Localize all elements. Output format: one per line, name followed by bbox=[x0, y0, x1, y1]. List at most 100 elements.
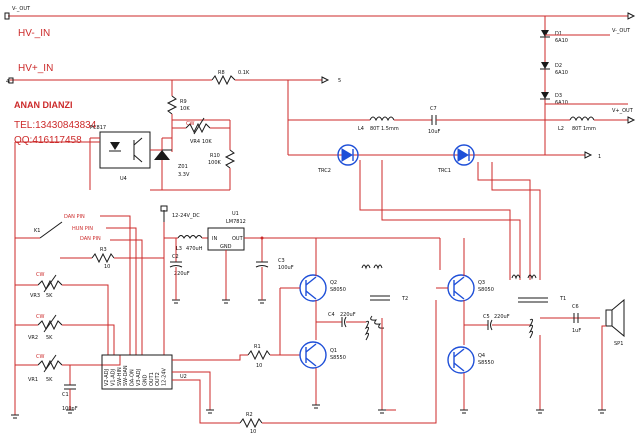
transistor-q4 bbox=[447, 346, 475, 374]
u2-pin-label: DA-ON bbox=[130, 369, 136, 386]
q2-emitter bbox=[305, 290, 317, 300]
q1-collector bbox=[305, 357, 317, 367]
u4-led bbox=[110, 142, 120, 150]
trc1-gate-wire bbox=[477, 162, 531, 280]
l2-value: 80T 1mm bbox=[572, 126, 596, 132]
c7-value: 10uF bbox=[428, 129, 441, 135]
speaker-ground-wire bbox=[601, 325, 606, 410]
u2-ref: U2 bbox=[180, 374, 187, 380]
cap-c5-b bbox=[490, 319, 493, 331]
u1-part: LM7812 bbox=[226, 219, 246, 225]
cap-c4-b bbox=[344, 316, 347, 328]
d1-value: 6A10 bbox=[555, 38, 568, 44]
u2-to-r1 bbox=[172, 354, 248, 361]
u2-pin-label: GND bbox=[142, 374, 148, 386]
vr2-cw: CW bbox=[36, 314, 44, 320]
cap-c2-b bbox=[169, 265, 183, 268]
u2-pin-label: 12-24V bbox=[162, 367, 168, 386]
q1-ref: Q1 bbox=[330, 348, 337, 354]
d1-ref: D1 bbox=[555, 31, 562, 37]
company-name: ANAN DIANZI bbox=[14, 100, 73, 110]
l4-value: 80T 1.5mm bbox=[370, 126, 399, 132]
c6-value: 1uF bbox=[572, 328, 581, 334]
resistor-r1 bbox=[247, 349, 271, 361]
trc2-ref: TRC2 bbox=[317, 168, 331, 174]
u2-pin-label: V3-ADJ bbox=[136, 369, 142, 386]
k1-pin1-wire bbox=[100, 215, 131, 355]
transistor-q1 bbox=[299, 341, 327, 369]
c4-value: 220uF bbox=[340, 312, 356, 318]
u4-collector bbox=[133, 137, 143, 146]
label-term-5: 5 bbox=[338, 78, 341, 84]
c3-ref: C3 bbox=[278, 258, 285, 264]
u4-ref: U4 bbox=[120, 176, 127, 182]
resistor-r10 bbox=[224, 149, 236, 169]
r1-value: 10 bbox=[256, 363, 262, 369]
trc2-gate-wire bbox=[359, 160, 511, 280]
c6-ref: C6 bbox=[572, 304, 579, 310]
r8-value: 0.1K bbox=[238, 70, 250, 76]
d2-ref: D2 bbox=[555, 63, 562, 69]
dc-terminal-box bbox=[160, 205, 168, 212]
c3-value: 100uF bbox=[278, 265, 294, 271]
r10-ref: R10 bbox=[210, 153, 220, 159]
c2-value: 220uF bbox=[174, 271, 190, 277]
terminal-left-top bbox=[4, 12, 10, 20]
inductor-l3 bbox=[177, 235, 203, 239]
k1-pin-3: DAN PIN bbox=[80, 236, 101, 242]
u2-pin-label: V2-ADJ bbox=[104, 369, 110, 386]
vr2-value: 5K bbox=[46, 335, 53, 341]
t1-primary bbox=[528, 318, 533, 339]
vr3-wire bbox=[62, 284, 109, 355]
r2-to-q3 bbox=[262, 300, 437, 424]
vr4-cw: CW bbox=[186, 121, 194, 127]
resistor-r9 bbox=[166, 95, 178, 115]
r9-value: 10K bbox=[180, 106, 190, 112]
c5-value: 220uF bbox=[494, 314, 510, 320]
r2-value: 10 bbox=[250, 429, 256, 435]
q2-part: S8050 bbox=[330, 287, 346, 293]
optocoupler-u4 bbox=[99, 131, 151, 169]
l3-ref: L3 bbox=[176, 246, 182, 252]
u4-emitter bbox=[133, 154, 143, 163]
z01-value: 3.3V bbox=[178, 172, 190, 178]
k1-lever bbox=[39, 221, 63, 239]
trc1-wire-2 bbox=[491, 162, 541, 280]
k1-ref: K1 bbox=[34, 228, 40, 234]
l2-ref: L2 bbox=[558, 126, 564, 132]
k1-pin2-wire bbox=[106, 227, 137, 355]
label-hv-minus-in: HV-_IN bbox=[18, 28, 50, 39]
cap-c3-b bbox=[255, 265, 269, 268]
vr1-wire bbox=[62, 355, 121, 366]
dc-input-label: 12-24V_DC bbox=[172, 213, 200, 219]
q4-emitter bbox=[453, 348, 465, 358]
pot-vr2-arrow bbox=[43, 314, 57, 333]
terminal-5-arrow bbox=[321, 76, 330, 84]
u1-pin-in: IN bbox=[212, 236, 217, 242]
ground-symbols bbox=[11, 299, 606, 419]
contact-qq: QQ:416117458 bbox=[14, 135, 82, 146]
diode-d1 bbox=[541, 30, 549, 37]
vr4-value: 10K bbox=[202, 139, 212, 145]
k1-pin-1: DAN PIN bbox=[64, 214, 85, 220]
t1-secondary bbox=[511, 274, 537, 280]
u1-pin-gnd: GND bbox=[220, 244, 232, 250]
t2-ref: T2 bbox=[401, 296, 408, 302]
vr1-cw: CW bbox=[36, 354, 44, 360]
contact-tel: TEL:13430843834 bbox=[14, 120, 97, 131]
u2-pin-label: SW-HIN bbox=[117, 367, 123, 386]
triac-trc2-arrow bbox=[341, 148, 353, 162]
triac-trc1-arrow bbox=[457, 148, 469, 162]
vr3-value: 5K bbox=[46, 293, 53, 299]
terminal-1-arrow bbox=[584, 151, 593, 159]
q2-ref: Q2 bbox=[330, 280, 337, 286]
sp1-ref: SP1 bbox=[614, 341, 623, 347]
resistor-r3 bbox=[91, 252, 115, 264]
triac-trc1 bbox=[453, 144, 475, 166]
vr4-ref: VR4 bbox=[190, 139, 200, 145]
trc2-wire-2 bbox=[381, 160, 521, 280]
zener-z01 bbox=[154, 150, 170, 160]
